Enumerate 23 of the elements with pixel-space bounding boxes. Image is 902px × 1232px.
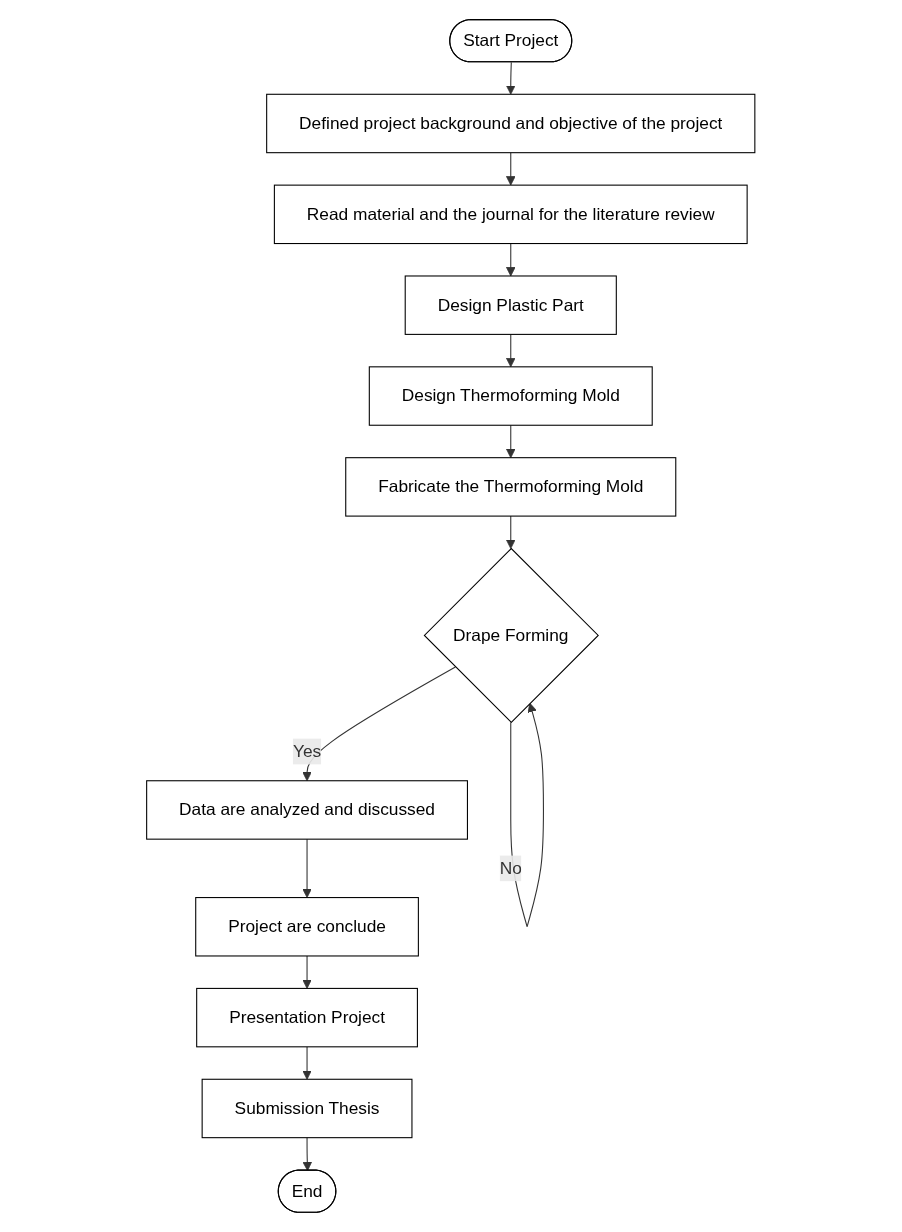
arrow [506,243,516,277]
edge-label: Yes [293,741,322,761]
arrow [302,1046,313,1080]
node-diamond: Drape Forming [423,547,600,724]
node-box: Design Thermoforming Mold [369,366,653,426]
arrow [506,515,516,549]
node-box: Data are analyzed and discussed [146,780,469,840]
arrow [302,838,313,898]
arrow [506,61,516,95]
node-box: Defined project background and objective of the project [266,93,756,154]
arrow [302,955,313,989]
node-box: Submission Thesis [201,1078,413,1139]
node-box: Presentation Project [196,987,419,1048]
arrow [506,152,516,186]
edge-label: No [499,858,523,878]
arrow [506,333,516,368]
node-box: Design Plastic Part [404,275,618,335]
arrow [302,1137,313,1172]
node-box: Fabricate the Thermoforming Mold [345,457,677,517]
arrow [506,424,516,459]
node-box: Project are conclude [195,897,420,957]
node-box: Read material and the journal for the literature review [274,184,748,245]
arrow [302,666,457,782]
